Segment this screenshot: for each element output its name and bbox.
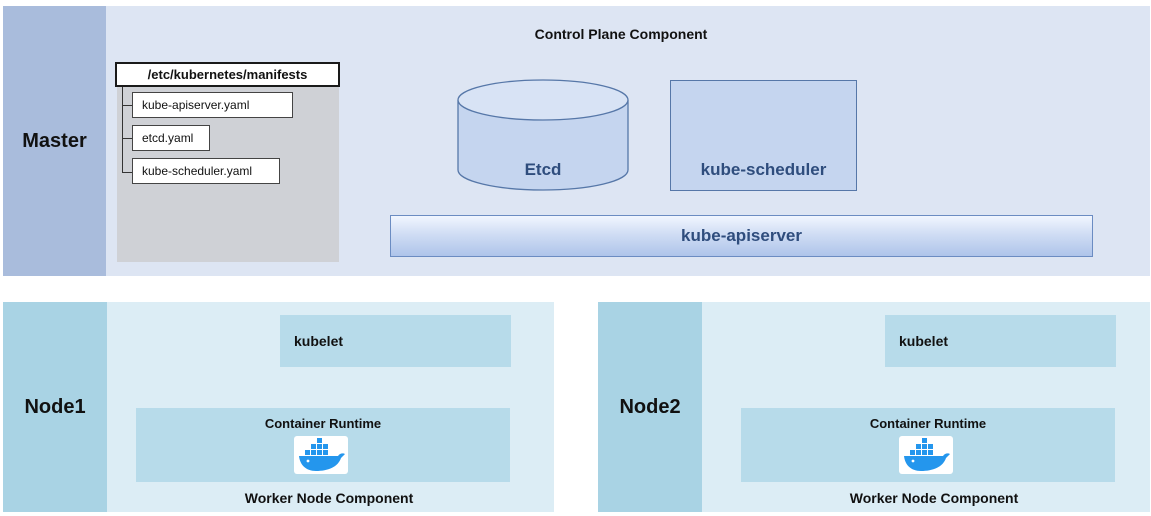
node1-container-runtime-box: Container Runtime (136, 408, 510, 482)
manifests-directory: /etc/kubernetes/manifests (115, 62, 340, 87)
node2-worker-node-label: Worker Node Component (849, 490, 1019, 506)
node2-label: Node2 (619, 395, 681, 418)
docker-whale-icon (294, 436, 348, 474)
master-label-column: Master (3, 6, 106, 276)
etcd-cylinder-icon (457, 79, 629, 191)
node1-kubelet-box: kubelet (280, 315, 511, 367)
tree-connector (122, 87, 123, 172)
etcd-label: Etcd (524, 160, 562, 179)
node1-container-runtime-label: Container Runtime (264, 416, 382, 431)
node2-container-runtime-label: Container Runtime (869, 416, 987, 431)
node2-container-runtime-box: Container Runtime (741, 408, 1115, 482)
tree-branch (122, 172, 132, 173)
node1-label-column: Node1 (3, 302, 107, 512)
control-plane-title: Control Plane Component (534, 26, 708, 42)
master-label: Master (22, 129, 87, 152)
node2-label-column: Node2 (598, 302, 702, 512)
node1-label: Node1 (24, 395, 86, 418)
tree-branch (122, 138, 132, 139)
kube-scheduler-box: kube-scheduler (670, 80, 857, 191)
manifest-file-etcd: etcd.yaml (132, 125, 210, 151)
node1-worker-node-label: Worker Node Component (244, 490, 414, 506)
manifest-file-kube-scheduler: kube-scheduler.yaml (132, 158, 280, 184)
docker-whale-icon (899, 436, 953, 474)
kube-apiserver-bar: kube-apiserver (390, 215, 1093, 257)
node2-kubelet-box: kubelet (885, 315, 1116, 367)
manifest-file-kube-apiserver: kube-apiserver.yaml (132, 92, 293, 118)
tree-branch (122, 105, 132, 106)
